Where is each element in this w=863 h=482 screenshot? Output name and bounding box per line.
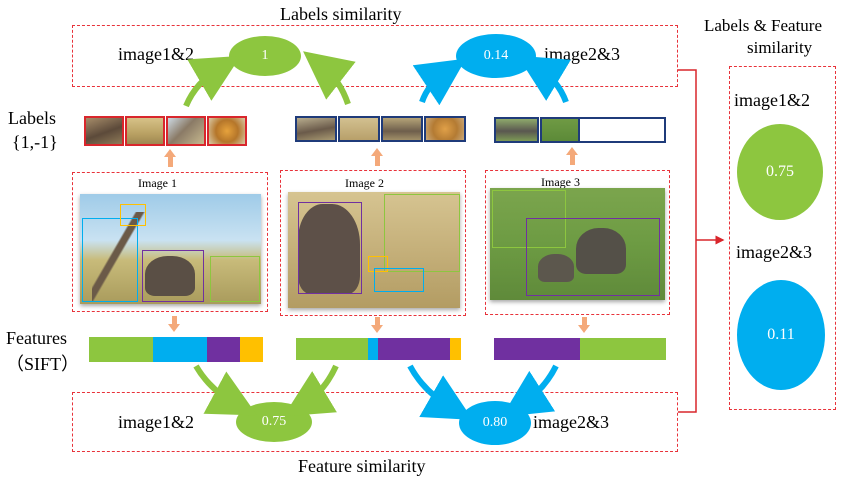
image-1-panel	[72, 172, 268, 312]
feature-value-12-ellipse: 0.75	[236, 402, 312, 442]
image-3-title: Image 3	[541, 175, 580, 189]
image-2-bbox-purple	[298, 202, 362, 294]
feature-similarity-title: Feature similarity	[298, 456, 426, 476]
red-connector	[678, 69, 723, 413]
image-1-bbox-purple	[142, 250, 204, 302]
labels-value-23: 0.14	[483, 48, 509, 63]
image-1-elephant	[145, 256, 195, 296]
label-thumb-1-1	[84, 116, 124, 146]
feature-bar-1-blue	[153, 337, 207, 362]
down-arrow-3-stem	[582, 317, 587, 326]
label-thumb-1-2	[125, 116, 165, 146]
features-label-line1: Features	[6, 328, 67, 348]
feature-bar-3-green	[580, 338, 666, 360]
image-1-title: Image 1	[138, 176, 177, 190]
feature-bar-2-purple	[378, 338, 450, 360]
down-arrow-3-head	[578, 325, 590, 333]
labels-value-12-ellipse: 1	[229, 36, 301, 76]
label-thumb-2-3	[381, 116, 423, 142]
combined-title-line2: similarity	[747, 38, 813, 57]
labels-similarity-box	[72, 25, 678, 87]
image-3-photo	[490, 188, 665, 300]
label-thumb-2-2	[338, 116, 380, 142]
combined-value-12-ellipse: 0.75	[737, 124, 823, 220]
feature-similarity-box	[72, 392, 678, 452]
feature-bar-1-orange	[240, 337, 263, 362]
feature-bar-2	[296, 338, 461, 360]
label-thumb-1-4	[207, 116, 247, 146]
feature-value-23-ellipse: 0.80	[459, 401, 531, 445]
image-2-elephant	[298, 204, 360, 294]
label-thumb-3-empty	[580, 117, 666, 143]
up-arrow-1-head	[164, 149, 176, 157]
up-arrow-3-head	[566, 147, 578, 155]
label-thumb-2-1	[295, 116, 337, 142]
label-thumb-3-2	[540, 117, 580, 143]
image-3-elephant-small	[538, 254, 574, 282]
image-1-photo	[80, 194, 261, 304]
down-arrow-1-head	[168, 324, 180, 332]
combined-value-23-ellipse: 0.11	[737, 280, 825, 390]
feature-bar-2-orange	[450, 338, 461, 360]
image-3-bbox-green	[492, 190, 566, 248]
feature-bar-2-blue	[368, 338, 378, 360]
image-2-title: Image 2	[345, 176, 384, 190]
combined-pair-23: image2&3	[736, 242, 812, 262]
down-arrow-1-stem	[172, 316, 177, 325]
labels-row-label: Labels	[8, 108, 56, 128]
image-1-bbox-green	[210, 256, 260, 302]
labels-value-23-ellipse: 0.14	[456, 34, 536, 78]
image-1-bbox-blue	[82, 218, 138, 302]
feature-bar-2-green	[296, 338, 368, 360]
image-3-elephant-large	[576, 228, 626, 274]
feature-value-12: 0.75	[261, 414, 287, 429]
features-label-line2: （SIFT）	[6, 354, 80, 374]
up-arrow-3-stem	[570, 154, 575, 165]
label-thumb-2-4	[424, 116, 466, 142]
combined-title-line1: Labels & Feature	[704, 16, 823, 35]
image-3-panel	[485, 170, 670, 315]
feature-pair-23: image2&3	[533, 412, 609, 432]
image-2-bbox-blue	[374, 268, 424, 292]
feature-bar-1	[89, 337, 263, 362]
image-2-bbox-green	[384, 194, 460, 272]
image-1-bbox-orange	[120, 204, 146, 226]
down-arrow-2-head	[371, 325, 383, 333]
labels-pair-12: image1&2	[118, 44, 194, 64]
up-arrow-1-stem	[168, 156, 173, 167]
labels-row-values: {1,-1}	[12, 132, 58, 152]
up-arrow-2-stem	[375, 155, 380, 166]
down-arrow-2-stem	[375, 317, 380, 326]
combined-value-23: 0.11	[767, 326, 795, 343]
combined-value-12: 0.75	[766, 163, 794, 180]
feature-bar-3	[494, 338, 666, 360]
label-thumb-3-1	[494, 117, 539, 143]
up-arrow-2-head	[371, 148, 383, 156]
feature-bar-3-purple	[494, 338, 580, 360]
image-2-photo	[288, 192, 460, 308]
feature-pair-12: image1&2	[118, 412, 194, 432]
combined-pair-12: image1&2	[734, 90, 810, 110]
image-2-bbox-orange	[368, 256, 388, 272]
feature-bar-1-purple	[207, 337, 240, 362]
label-thumb-1-3	[166, 116, 206, 146]
labels-value-12: 1	[261, 48, 269, 63]
image-2-panel	[280, 170, 466, 316]
labels-similarity-title: Labels similarity	[280, 4, 402, 24]
image-3-bbox-purple	[526, 218, 660, 296]
feature-bar-1-green	[89, 337, 153, 362]
feature-value-23: 0.80	[482, 415, 508, 430]
labels-pair-23: image2&3	[544, 44, 620, 64]
